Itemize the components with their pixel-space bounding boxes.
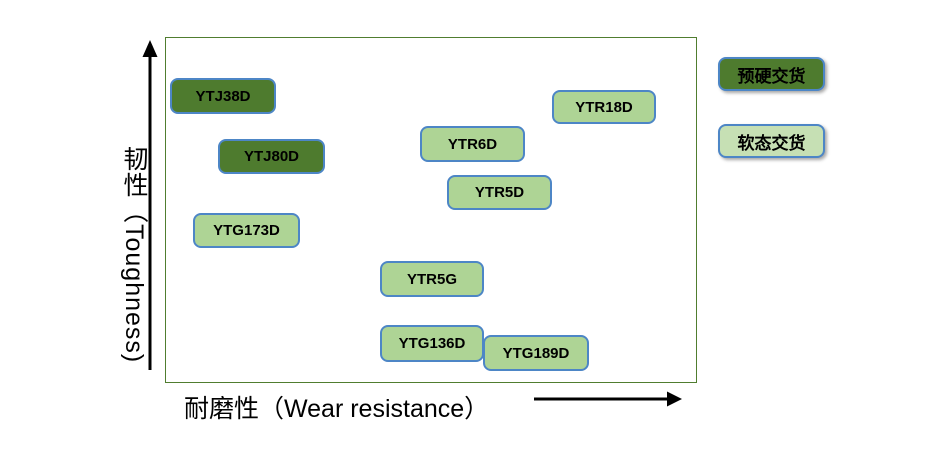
- x-axis-label: 耐磨性（Wear resistance）: [184, 395, 490, 423]
- x-axis-arrow: [534, 391, 682, 407]
- plot-area: [165, 37, 697, 383]
- y-axis-arrow: [142, 40, 158, 370]
- legend-item-soft: 软态交货: [718, 124, 825, 158]
- legend-item-pre-hardened: 预硬交货: [718, 57, 825, 91]
- y-axis-label: 韧性（Toughness): [120, 146, 148, 364]
